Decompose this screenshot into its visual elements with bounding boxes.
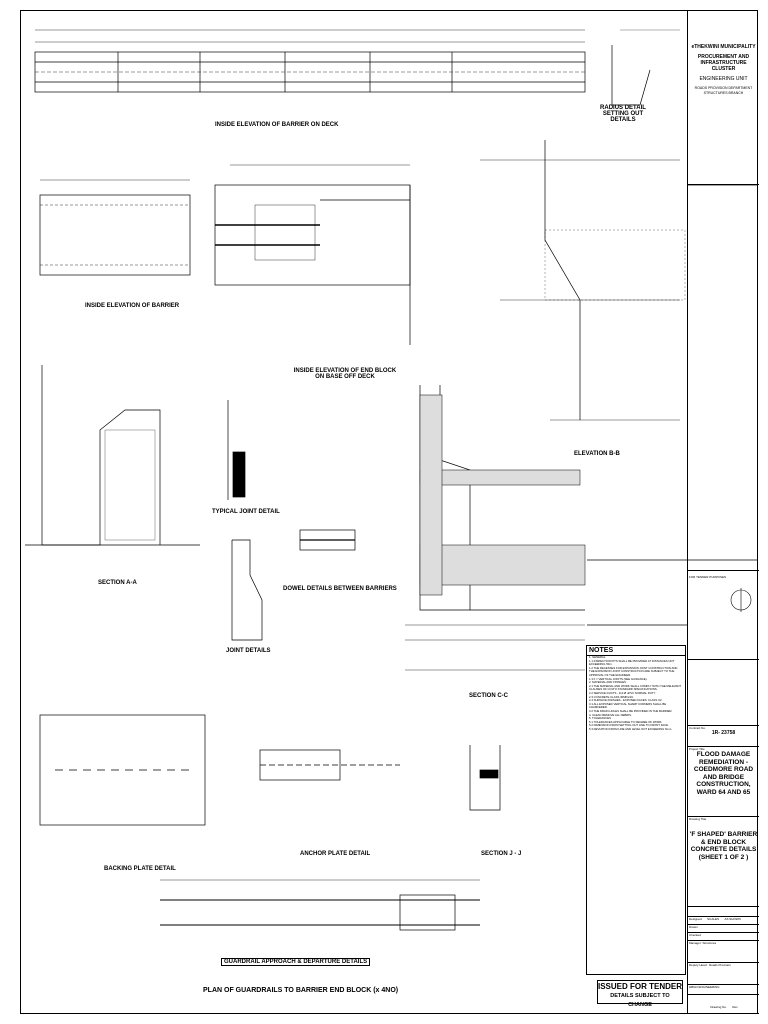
deputy-label: Deputy Head : Roads Provision xyxy=(689,963,731,967)
contract-label: Contract No. xyxy=(689,726,706,730)
note-line: 1.2 THE RECESSES FOR EXPANSION JOINT CON… xyxy=(589,665,678,677)
status-block: FOR TENDER PURPOSES xyxy=(688,570,759,660)
deputy-cell: Deputy Head : Roads Provision xyxy=(688,963,759,985)
note-line: 2.4 SURFACE FINISHES - EXPOSED FACES: CL… xyxy=(589,698,663,703)
drawing-sheet-border xyxy=(20,10,758,1014)
org-department: ROADS PROVISION DEPARTMENT STRUCTURES BR… xyxy=(694,86,753,95)
view-title-anchor-plate: ANCHOR PLATE DETAIL xyxy=(300,851,371,857)
footer-firm: HBGD ENGINEERING xyxy=(689,985,720,989)
scale-label: SCALES xyxy=(707,917,720,921)
view-title-barrier: INSIDE ELEVATION OF BARRIER xyxy=(85,303,180,309)
drawn-cell: Drawn xyxy=(688,925,759,933)
note-line: 3.1 ALL EXPOSED VERTICAL SHARP CORNERS S… xyxy=(589,701,667,710)
contract-number: 1R- 23758 xyxy=(711,730,736,736)
note-line: 5.3 DEVIATION FROM LINE AND LEVEL NOT EX… xyxy=(589,726,673,731)
view-title-section-jj: SECTION J - J xyxy=(481,851,522,857)
view-title-plan-guardrails: PLAN OF GUARDRAILS TO BARRIER END BLOCK … xyxy=(203,987,399,994)
view-title-joint: JOINT DETAILS xyxy=(226,648,271,654)
drawing-no-label: Drawing No. xyxy=(710,1005,727,1009)
note-line: 1. GENERAL xyxy=(589,655,606,659)
note-line: 5.2 DIMENSION FROM SETTING OUT LINE TO F… xyxy=(589,723,669,728)
org-name: eTHEKWINI MUNICIPALITY xyxy=(691,44,756,50)
drawing-title-label: Drawing Title xyxy=(689,817,707,821)
checked-cell: Checked xyxy=(688,933,759,941)
org-cluster: PROCUREMENT AND INFRASTRUCTURE CLUSTER xyxy=(697,54,750,72)
org-unit: ENGINEERING UNIT xyxy=(699,76,748,82)
issued-line1: ISSUED FOR TENDER xyxy=(598,982,683,991)
view-title-guardrail-approach: GUARDRAIL APPROACH & DEPARTURE DETAILS xyxy=(221,958,371,966)
rev-label: Rev xyxy=(732,1005,738,1009)
status-line: FOR TENDER PURPOSES xyxy=(689,575,726,579)
note-line: 1.1 INSPECTION PITS SHALL BE PROVIDED AT… xyxy=(589,658,675,667)
drawn-label: Drawn xyxy=(689,925,698,929)
project-cell: Project Title FLOOD DAMAGE REMEDIATION -… xyxy=(688,747,759,817)
view-title-elev-bb: ELEVATION B-B xyxy=(574,451,620,457)
manager-label: Manager: Structures xyxy=(689,941,717,945)
view-title-section-aa: SECTION A-A xyxy=(98,580,137,586)
footer-cell: HBGD ENGINEERING xyxy=(688,985,759,995)
note-line: 1.3 F = VERTICAL JOINTS (SEE GUIDANCE). xyxy=(589,676,648,681)
note-line: 5.1 TOLERANCES APPLICABLE TO DEGREE OF W… xyxy=(589,719,663,724)
title-block: eTHEKWINI MUNICIPALITY PROCUREMENT AND I… xyxy=(687,10,759,1014)
view-title-deck: INSIDE ELEVATION OF BARRIER ON DECK xyxy=(215,122,339,128)
manager-cell: Manager: Structures xyxy=(688,941,759,963)
view-title-typical-joint: TYPICAL JOINT DETAIL xyxy=(212,509,280,515)
issued-for-tender-stamp: ISSUED FOR TENDER DETAILS SUBJECT TO CHA… xyxy=(597,980,683,1008)
barrier-on-deck-outline xyxy=(34,51,586,93)
note-line: 2. MATERIAL AND FINISHES xyxy=(589,680,626,685)
view-title-dowel: DOWEL DETAILS BETWEEN BARRIERS xyxy=(283,586,397,592)
drawing-title-cell: Drawing Title 'F SHAPED' BARRIER & END B… xyxy=(688,817,759,907)
project-label: Project Title xyxy=(689,747,705,751)
contract-cell: Contract No. 1R- 23758 xyxy=(688,725,759,747)
project-title: FLOOD DAMAGE REMEDIATION - COEDMORE ROAD… xyxy=(693,751,754,796)
note-line: 2.2 SERVICE DUCTS - 110 Ø uPVC NORMAL DU… xyxy=(589,690,656,695)
drawing-no-cell: Drawing No. Rev xyxy=(688,995,759,1014)
view-title-backing-plate: BACKING PLATE DETAIL xyxy=(104,866,176,872)
checked-label: Checked xyxy=(689,933,701,937)
scale-value: AS SHOWN xyxy=(724,917,741,921)
notes-panel: NOTES 1. GENERAL 1.1 INSPECTION PITS SHA… xyxy=(586,645,686,975)
note-line: 2.3 CONCRETE CLASS 30MPa/19. xyxy=(589,694,634,699)
designed-cell: Designed xyxy=(688,917,759,925)
designed-label: Designed xyxy=(689,917,702,921)
view-title-section-cc: SECTION C-C xyxy=(469,693,508,699)
notes-title: NOTES xyxy=(587,646,685,656)
note-line: 4. CLEAN REMOVE ALL DEBRIS. xyxy=(589,712,632,717)
view-title-radius: RADIUS DETAIL SETTING OUT DETAILS xyxy=(600,105,646,123)
org-block: eTHEKWINI MUNICIPALITY PROCUREMENT AND I… xyxy=(688,10,759,185)
note-line: 3.2 THE DRAIN HOLES SHALL BE PROVIDED IN… xyxy=(589,708,673,713)
note-line: 5. TOLERANCES xyxy=(589,716,611,721)
note-line: 2.1 THE MATERIAL AND WORK SHALL COMPLY W… xyxy=(589,683,682,692)
drawing-title: 'F SHAPED' BARRIER & END BLOCK CONCRETE … xyxy=(689,831,758,861)
scale-cell: SCALES AS SHOWN xyxy=(688,907,759,921)
issued-line2: DETAILS SUBJECT TO CHANGE xyxy=(610,993,670,1008)
view-title-end-block: INSIDE ELEVATION OF END BLOCK ON BASE OF… xyxy=(293,368,397,380)
